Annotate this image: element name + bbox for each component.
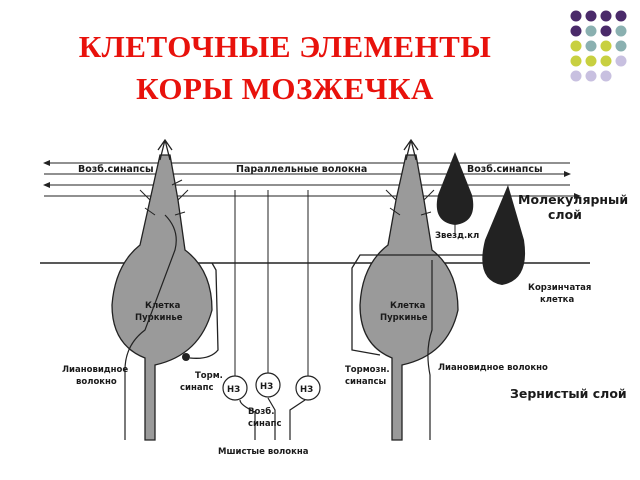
stellate-cell-body: [436, 152, 474, 225]
exc-synapse-label-1: Возб.: [248, 406, 274, 417]
parallel-fibers: [43, 160, 581, 199]
purkinje-cell-left-dendrite-tip: [157, 138, 173, 161]
exc-synapse-label-2: синапс: [248, 419, 282, 429]
purkinje-cell-right: [359, 138, 459, 441]
purkinje-cell-left-body: [111, 154, 213, 441]
dot-row-4: [570, 55, 627, 67]
granule-axon: [234, 190, 309, 376]
basket-cell-label-2: клетка: [540, 295, 574, 305]
basket-cell-body: [482, 185, 526, 285]
basket-cell: [351, 185, 526, 356]
dot-row-2: [570, 25, 627, 37]
purkinje-cell-right-dendrite-branch: [385, 189, 435, 216]
molecular-layer-label-2: слой: [548, 207, 582, 222]
mossy-fibers-label: Мшистые волокна: [218, 447, 309, 457]
granule-label-1: НЗ: [227, 385, 240, 395]
granule-label-2: НЗ: [260, 382, 273, 392]
climbing-fiber-right-label: Лиановидное волокно: [438, 363, 548, 373]
purkinje-cell-right-dendrite-tip: [403, 138, 419, 161]
basket-cell-label-1: Корзинчатая: [528, 283, 591, 293]
inhib-synapses-label-2: синапсы: [345, 377, 386, 387]
purkinje-cell-right-body: [359, 154, 459, 441]
mossy-fibers: [239, 397, 306, 440]
purkinje-right-label-2: Пуркинье: [380, 313, 428, 323]
granular-layer-label: Зернистый слой: [510, 386, 627, 401]
climbing-fiber-left-label-1: Лиановидное: [62, 365, 128, 375]
purkinje-left-label-1: Клетка: [145, 301, 181, 311]
basket-cell-axon: [351, 254, 485, 356]
inhib-synapse-label-1: Торм.: [195, 371, 223, 381]
exc-synapses-left-label: Возб.синапсы: [78, 164, 154, 175]
purkinje-cell-left: [111, 138, 213, 441]
climbing-fiber-left: [124, 214, 177, 440]
climbing-fiber-left-label-2: волокно: [76, 377, 117, 387]
purkinje-cell-left-dendrite-branch: [139, 179, 189, 216]
dot-row-5: [570, 70, 612, 82]
exc-synapses-right-label: Возб.синапсы: [467, 164, 543, 175]
dot-row-1: [570, 10, 627, 22]
dot-row-3: [570, 40, 627, 52]
molecular-layer-label-1: Молекулярный: [518, 192, 628, 207]
parallel-fibers-label: Параллельные волокна: [236, 164, 367, 175]
stellate-cell: [436, 152, 474, 235]
purkinje-right-label-1: Клетка: [390, 301, 426, 311]
inhib-synapse-label-2: синапс: [180, 383, 214, 393]
title-line-2: КОРЫ МОЗЖЕЧКА: [136, 71, 434, 106]
granule-label-3: НЗ: [300, 385, 313, 395]
inhib-synapses-label-1: Тормозн.: [345, 365, 390, 375]
climbing-fiber-right: [427, 260, 433, 440]
decorative-dot-grid: [570, 10, 627, 82]
basket-axon-left: [189, 262, 219, 359]
purkinje-left-label-2: Пуркинье: [135, 313, 183, 323]
slide-title: КЛЕТОЧНЫЕ ЭЛЕМЕНТЫ КОРЫ МОЗЖЕЧКА: [12, 26, 558, 110]
title-line-1: КЛЕТОЧНЫЕ ЭЛЕМЕНТЫ: [78, 29, 492, 64]
inhibitory-synapse-dot: [182, 353, 190, 361]
granule-cells: [222, 190, 321, 401]
stellate-cell-label: Звезд.кл: [435, 231, 479, 241]
